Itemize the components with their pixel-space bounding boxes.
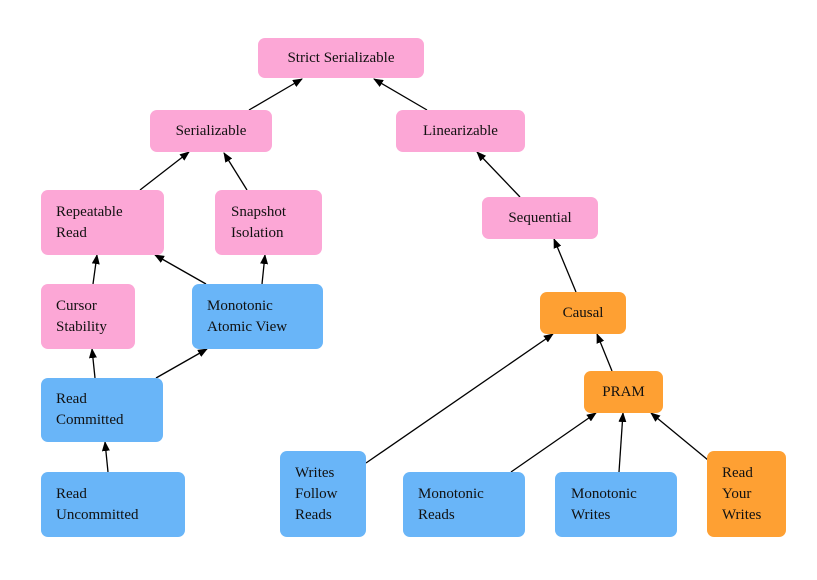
node-read-uncommitted: Read Uncommitted [41, 472, 185, 537]
node-linearizable: Linearizable [396, 110, 525, 152]
node-causal: Causal [540, 292, 626, 334]
node-label-line-1: Monotonic [418, 485, 484, 502]
node-label: Strict Serializable [287, 49, 395, 66]
node-repeatable-read: Repeatable Read [41, 190, 164, 255]
node-monotonic-writes: Monotonic Writes [555, 472, 677, 537]
node-label-line-2: Reads [418, 506, 455, 523]
node-label-line-1: Writes [295, 464, 335, 481]
edge-causal-to-sequential [553, 238, 577, 293]
node-label-line-1: Repeatable [56, 203, 123, 220]
edge-linearizable-to-strict-serializable [373, 78, 428, 111]
node-snapshot-isolation: Snapshot Isolation [215, 190, 322, 255]
node-label-line-1: Cursor [56, 297, 97, 314]
node-read-committed: Read Committed [41, 378, 163, 442]
node-serializable: Serializable [150, 110, 272, 152]
edge-monotonic-writes-to-pram [618, 412, 627, 473]
edge-read-committed-to-monotonic-atomic-view [155, 348, 208, 379]
node-label-line-1: Read [722, 464, 753, 481]
edge-read-uncommitted-to-read-committed [101, 441, 110, 473]
edge-pram-to-causal [596, 333, 613, 372]
node-label-line-2: Read [56, 224, 87, 241]
node-label-line-3: Reads [295, 506, 332, 523]
edge-read-committed-to-cursor-stability [88, 348, 97, 379]
node-pram: PRAM [584, 371, 663, 413]
node-label-line-2: Follow [295, 485, 338, 502]
edge-sequential-to-linearizable [476, 151, 521, 198]
node-label: Serializable [175, 122, 247, 139]
edge-serializable-to-strict-serializable [248, 78, 303, 111]
edge-writes-follow-reads-to-causal [365, 333, 554, 464]
edge-snapshot-isolation-to-serializable [223, 152, 248, 191]
node-label-line-1: Read [56, 391, 87, 407]
edge-monotonic-reads-to-pram [510, 412, 597, 473]
node-read-your-writes: Read Your Writes [707, 451, 786, 537]
node-label: Linearizable [423, 122, 498, 139]
node-label: Causal [562, 304, 604, 321]
edge-monotonic-atomic-view-to-repeatable-read [154, 254, 207, 285]
node-label-line-1: Snapshot [231, 203, 287, 220]
node-cursor-stability: Cursor Stability [41, 284, 135, 349]
node-label-line-2: Uncommitted [56, 506, 139, 523]
node-writes-follow-reads: Writes Follow Reads [280, 451, 366, 537]
node-label-line-3: Writes [722, 506, 762, 523]
node-monotonic-reads: Monotonic Reads [403, 472, 525, 537]
node-label: Sequential [508, 209, 572, 226]
node-monotonic-atomic-view: Monotonic Atomic View [192, 284, 323, 349]
node-label-line-2: Atomic View [207, 318, 288, 335]
edge-cursor-stability-to-repeatable-read [91, 254, 100, 285]
node-label-line-1: Monotonic [207, 297, 273, 314]
node-label-line-2: Stability [56, 318, 107, 335]
edge-repeatable-read-to-serializable [139, 151, 190, 191]
node-label-line-2: Committed [56, 412, 124, 428]
node-label-line-2: Writes [571, 506, 611, 523]
edge-monotonic-atomic-view-to-snapshot-isolation [260, 254, 269, 285]
node-strict-serializable: Strict Serializable [258, 38, 424, 78]
node-label-line-1: Monotonic [571, 485, 637, 502]
node-label-line-2: Your [722, 485, 752, 502]
node-label: PRAM [602, 383, 645, 400]
node-label-line-1: Read [56, 485, 87, 502]
edge-read-your-writes-to-pram [650, 412, 709, 461]
node-label-line-2: Isolation [231, 224, 284, 241]
node-sequential: Sequential [482, 197, 598, 239]
